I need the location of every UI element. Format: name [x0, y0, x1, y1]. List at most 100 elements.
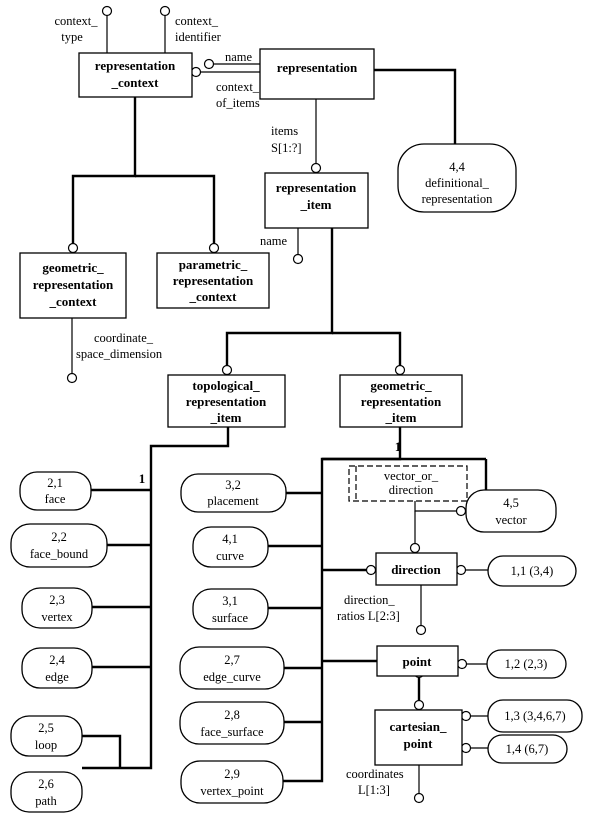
attr-context-of-items: context_	[216, 80, 260, 94]
pageref-face-surface[interactable]: 2,8 face_surface	[179, 701, 285, 745]
attr-context-identifier: context_	[175, 14, 219, 28]
pageref-face[interactable]: 2,1 face	[19, 471, 92, 511]
entity-label: cartesian_	[389, 719, 447, 734]
attr-direction-ratios: ratios L[2:3]	[337, 609, 400, 623]
pageref-label: 1,3 (3,4,6,7)	[504, 709, 565, 723]
attr-context-of-items: of_items	[216, 96, 260, 110]
pageref-curve[interactable]: 4,1 curve	[192, 526, 269, 568]
pageref-label: face_bound	[30, 547, 89, 561]
pageref-number: 3,1	[222, 594, 238, 608]
pageref-label: vector	[495, 513, 527, 527]
pageref-label: vertex	[41, 610, 73, 624]
entity-label: _item	[209, 410, 241, 425]
entity-label: representation	[361, 394, 442, 409]
select-vector-or-direction[interactable]: vector_or_ direction	[348, 465, 468, 502]
entity-label: topological_	[192, 378, 260, 393]
pageref-number: 2,6	[38, 777, 54, 791]
entity-representation-item[interactable]: representation _item	[264, 172, 369, 229]
oneof-label-topological: 1	[139, 471, 146, 486]
pageref-label: surface	[212, 611, 249, 625]
select-label: vector_or_	[384, 469, 439, 483]
attr-coordinate-space-dimension: coordinate_	[94, 331, 154, 345]
pageref-number: 3,2	[225, 478, 241, 492]
pageref-edge-curve[interactable]: 2,7 edge_curve	[179, 646, 285, 690]
attr-context-identifier: identifier	[175, 30, 222, 44]
pageref-number: 4,1	[222, 532, 238, 546]
entity-topological-representation-item[interactable]: topological_ representation _item	[167, 374, 286, 428]
select-label: direction	[389, 483, 434, 497]
entity-label: _context	[49, 294, 98, 309]
pageref-face-bound[interactable]: 2,2 face_bound	[10, 523, 108, 568]
attr-coordinate-space-dimension: space_dimension	[76, 347, 163, 361]
pageref-label: definitional_	[425, 176, 490, 190]
entity-geometric-representation-context[interactable]: geometric_ representation _context	[19, 252, 127, 319]
pageref-surface[interactable]: 3,1 surface	[192, 588, 269, 630]
pageref-loop[interactable]: 2,5 loop	[10, 715, 83, 757]
pageref-number: 2,9	[224, 767, 240, 781]
pageref-number: 4,5	[503, 496, 519, 510]
attr-context-type: context_	[54, 14, 98, 28]
pageref-number: 2,7	[224, 653, 240, 667]
pageref-label: vertex_point	[200, 784, 264, 798]
pageref-cartesian-point-1[interactable]: 1,3 (3,4,6,7)	[487, 699, 583, 733]
entity-label: _context	[189, 289, 238, 304]
entity-label: geometric_	[370, 378, 432, 393]
pageref-number: 2,4	[49, 653, 65, 667]
entity-label: _item	[384, 410, 416, 425]
entity-label: representation	[33, 277, 114, 292]
pageref-vertex[interactable]: 2,3 vertex	[21, 587, 93, 629]
pageref-label: 1,2 (2,3)	[505, 657, 548, 671]
pageref-label: path	[35, 794, 57, 808]
entity-label: _context	[111, 75, 160, 90]
entity-label: point	[404, 736, 434, 751]
entity-label: geometric_	[42, 260, 104, 275]
pageref-label: loop	[35, 738, 57, 752]
oneof-label-geometric: 1	[395, 439, 402, 454]
entity-label: point	[403, 654, 433, 669]
pageref-number: 2,8	[224, 708, 240, 722]
pageref-edge[interactable]: 2,4 edge	[21, 647, 93, 689]
entity-cartesian-point[interactable]: cartesian_ point	[374, 709, 463, 766]
pageref-vertex-point[interactable]: 2,9 vertex_point	[180, 760, 284, 804]
pageref-label: placement	[207, 494, 259, 508]
attribute-labels: context_ type context_ identifier name c…	[54, 14, 403, 797]
pageref-number: 2,2	[51, 530, 67, 544]
entity-label: representation	[173, 273, 254, 288]
pageref-vector[interactable]: 4,5 vector	[465, 489, 557, 533]
entity-label: parametric_	[179, 257, 248, 272]
attr-direction-ratios: direction_	[344, 593, 395, 607]
attr-name: name	[225, 50, 253, 64]
entity-geometric-representation-item[interactable]: geometric_ representation _item	[339, 374, 463, 428]
relationship-endpoints	[66, 5, 493, 804]
attr-context-type: type	[61, 30, 83, 44]
pageref-label: curve	[216, 549, 244, 563]
pageref-label: face	[45, 492, 66, 506]
pageref-label: edge_curve	[203, 670, 261, 684]
entity-representation-context[interactable]: representation _context	[78, 52, 193, 98]
entity-direction[interactable]: direction	[375, 552, 458, 586]
pageref-cartesian-point-2[interactable]: 1,4 (6,7)	[487, 734, 568, 764]
attr-name: name	[260, 234, 288, 248]
pageref-label: representation	[422, 192, 494, 206]
pageref-label: edge	[45, 670, 69, 684]
pageref-number: 4,4	[449, 160, 465, 174]
entity-representation[interactable]: representation	[259, 48, 375, 100]
pageref-path[interactable]: 2,6 path	[10, 771, 83, 813]
entity-label: representation	[276, 180, 357, 195]
pageref-label: face_surface	[200, 725, 264, 739]
pageref-label: 1,4 (6,7)	[506, 742, 549, 756]
entity-label: representation	[277, 60, 358, 75]
entity-label: representation	[186, 394, 267, 409]
entity-parametric-representation-context[interactable]: parametric_ representation _context	[156, 252, 270, 309]
pageref-point[interactable]: 1,2 (2,3)	[486, 649, 567, 679]
entity-label: direction	[391, 562, 441, 577]
pageref-label: 1,1 (3,4)	[511, 564, 554, 578]
entity-label: _item	[299, 197, 331, 212]
pageref-placement[interactable]: 3,2 placement	[180, 473, 287, 513]
entity-label: representation	[95, 58, 176, 73]
pageref-direction[interactable]: 1,1 (3,4)	[487, 555, 577, 587]
pageref-definitional-representation[interactable]: 4,4 definitional_ representation	[397, 143, 517, 213]
entity-point[interactable]: point	[376, 645, 459, 677]
pageref-number: 2,1	[47, 476, 63, 490]
pageref-number: 2,5	[38, 721, 54, 735]
